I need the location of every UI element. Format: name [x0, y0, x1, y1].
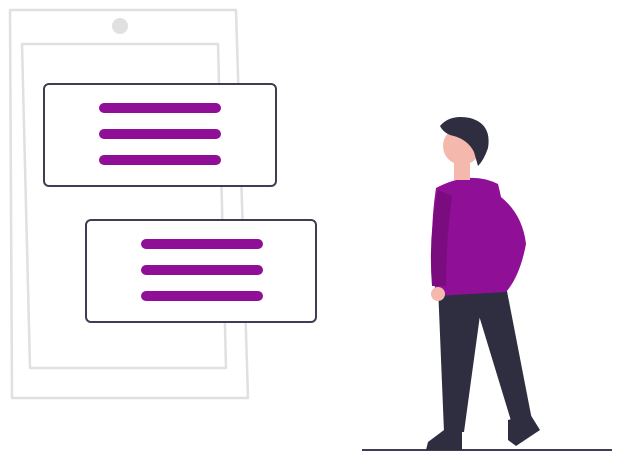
chat-bubble-upper: [43, 83, 277, 187]
person-leg-front: [438, 286, 484, 432]
person-hair: [440, 117, 489, 166]
person-shoe-back: [508, 414, 540, 446]
person-leg-back: [470, 286, 532, 424]
person-shoe-front: [426, 430, 462, 450]
person-icon: [426, 117, 540, 450]
phone-camera: [112, 18, 128, 34]
person-neck: [454, 160, 470, 180]
person-arm-front: [430, 190, 452, 286]
phone-body: [8, 8, 250, 400]
phone-screen: [20, 42, 228, 370]
phone-outline-icon: [8, 8, 250, 400]
person-hand: [431, 287, 445, 301]
person-torso: [432, 177, 507, 296]
chat-bubble-lower: [85, 219, 317, 323]
